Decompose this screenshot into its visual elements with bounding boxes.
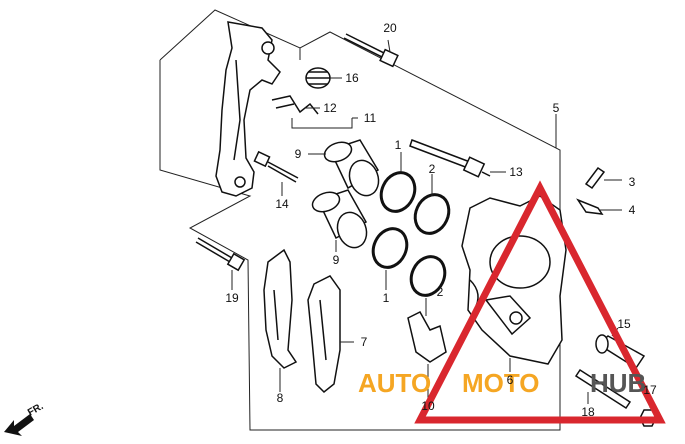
part-label: 14	[275, 197, 289, 211]
part-label: 1	[383, 291, 390, 305]
dust-seal-lower	[409, 255, 447, 297]
part-label: 5	[553, 101, 560, 115]
watermark-auto: AUTO	[358, 368, 431, 398]
part-label: 17	[643, 383, 657, 397]
pad-8	[263, 248, 298, 369]
cap-4	[576, 198, 604, 215]
part-label: 1	[395, 138, 402, 152]
part-label: 12	[323, 101, 337, 115]
part-label: 11	[364, 111, 377, 125]
watermark-hub: HUB	[590, 368, 646, 398]
retainer-clip-12	[271, 95, 319, 115]
bolt-19	[195, 237, 246, 272]
bolt-20	[343, 33, 399, 68]
boot-16	[305, 67, 331, 89]
pad-7	[307, 275, 341, 394]
front-direction-indicator: FR.	[4, 401, 46, 436]
watermark: AUTO MOTO HUB	[358, 180, 666, 424]
caliper-bracket	[215, 21, 281, 197]
seal-lower	[371, 227, 409, 269]
front-label: FR.	[26, 401, 46, 419]
bolt-18	[574, 368, 632, 410]
seal-upper	[379, 171, 417, 213]
watermark-triangle	[414, 180, 666, 424]
caliper-body	[461, 195, 567, 365]
part-label: 13	[509, 165, 523, 179]
pad-spring-10	[407, 311, 447, 363]
part-label: 20	[383, 21, 397, 35]
watermark-moto: MOTO	[462, 368, 540, 398]
bolt-14	[253, 150, 299, 183]
part-label: 3	[629, 175, 636, 189]
part-labels: 1 1 2 2 3 4 5 6 7 8 9 9 10 11 12 13 14 1…	[225, 21, 657, 419]
part-label: 4	[629, 203, 636, 217]
part-label: 19	[225, 291, 239, 305]
part-label: 10	[421, 399, 435, 413]
part-label: 2	[429, 162, 436, 176]
part-label: 15	[617, 317, 631, 331]
bleeder-3	[584, 166, 606, 190]
part-label: 8	[277, 391, 284, 405]
part-label: 16	[345, 71, 359, 85]
piston-upper	[323, 139, 380, 197]
part-label: 9	[333, 253, 340, 267]
front-arrow-icon	[4, 414, 34, 436]
part-label: 18	[581, 405, 595, 419]
part-label: 9	[295, 147, 302, 161]
piston-lower	[311, 189, 368, 249]
part-label: 6	[507, 373, 514, 387]
part-label: 2	[437, 285, 444, 299]
leader-lines	[231, 39, 651, 408]
slide-pin-13	[409, 139, 491, 178]
part-label: 7	[361, 335, 368, 349]
dust-seal-upper	[413, 193, 451, 235]
